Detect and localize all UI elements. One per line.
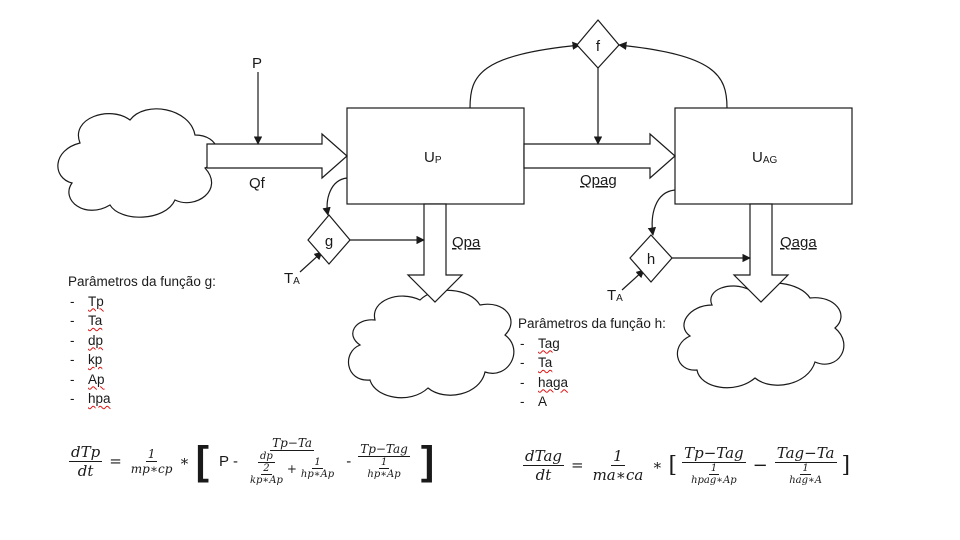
list-item: kp <box>68 350 216 370</box>
eq1-p: P <box>218 452 229 470</box>
params-h-title: Parâmetros da função h: <box>518 316 666 331</box>
pa-sink-cloud <box>347 289 515 399</box>
list-item: hpa <box>68 389 216 409</box>
qpa-flow-arrow <box>406 203 464 303</box>
params-h-list: Parâmetros da função h: Tag Ta haga A <box>518 314 666 412</box>
g-label: g <box>325 233 333 250</box>
f-label: f <box>596 38 601 55</box>
qaga-label: Qaga <box>780 234 817 251</box>
g-diamond <box>307 214 351 265</box>
uag-label: UAG <box>752 149 778 166</box>
qaga-flow-arrow <box>732 203 790 303</box>
p-label: P <box>252 55 262 72</box>
list-item: dp <box>68 331 216 351</box>
f-diamond <box>576 19 620 69</box>
qf-label: Qf <box>249 175 266 192</box>
uag-to-h-connector <box>647 189 676 236</box>
qpag-label: Qpag <box>580 172 617 189</box>
up-label: UP <box>424 149 442 166</box>
eq1-close-bracket: ] <box>420 439 435 483</box>
params-g-title: Parâmetros da função g: <box>68 274 216 289</box>
ta-g-label: TA <box>284 270 300 287</box>
params-g-list: Parâmetros da função g: Tp Ta dp kp Ap h… <box>68 272 216 409</box>
h-label: h <box>647 251 655 268</box>
list-item: Tag <box>518 334 666 354</box>
list-item: Tp <box>68 292 216 312</box>
uag-to-f-connector <box>618 41 728 109</box>
up-to-g-connector <box>322 177 348 216</box>
source-cloud <box>57 108 218 218</box>
list-item: Ap <box>68 370 216 390</box>
ta-to-h-arrow <box>621 269 645 291</box>
list-item: A <box>518 392 666 412</box>
ta-to-g-arrow <box>299 251 323 273</box>
qf-flow-arrow <box>206 132 348 180</box>
uag-box <box>674 107 853 205</box>
qpag-flow-arrow <box>523 132 676 180</box>
eq2-close-bracket: ] <box>841 452 851 478</box>
list-item: haga <box>518 373 666 393</box>
list-item: Ta <box>68 311 216 331</box>
up-to-f-connector <box>469 41 581 109</box>
h-diamond <box>629 234 673 283</box>
qpa-label: Qpa <box>452 234 481 251</box>
eq2-open-bracket: [ <box>668 452 678 478</box>
ta-h-label: TA <box>607 287 623 304</box>
eq1-open-bracket: [ <box>195 439 209 483</box>
list-item: Ta <box>518 353 666 373</box>
